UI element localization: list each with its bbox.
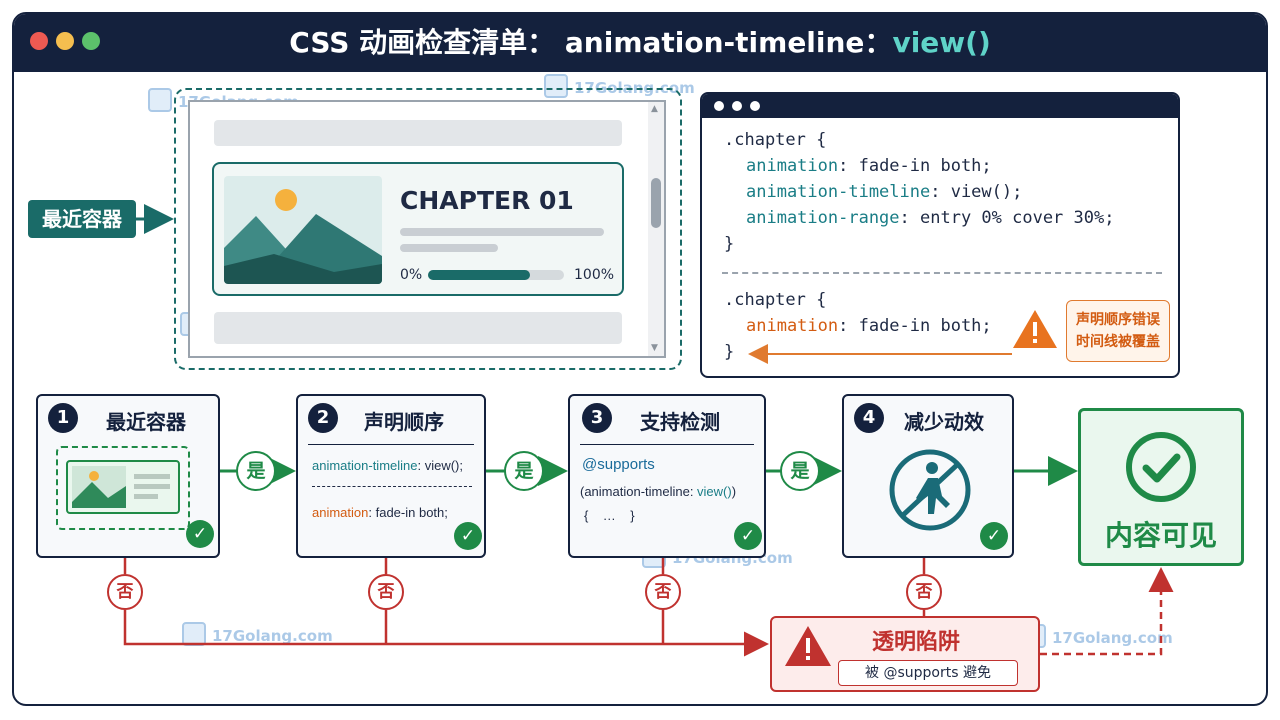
- step-title: 最近容器: [106, 410, 186, 434]
- step-title: 减少动效: [904, 410, 984, 434]
- page-title: CSS 动画检查清单： animation-timeline：view(): [14, 14, 1266, 72]
- code-prop: animation: [746, 316, 839, 336]
- no-badge: 否: [645, 574, 681, 610]
- yes-badge: 是: [504, 451, 544, 491]
- code-prop: animation-timeline: [746, 182, 931, 202]
- step-number: 4: [854, 403, 884, 433]
- title-main: CSS 动画检查清单： animation-timeline：: [289, 26, 893, 59]
- content-visible-label: 内容可见: [1104, 519, 1217, 552]
- order-warning-label: 声明顺序错误 时间线被覆盖: [1066, 300, 1170, 362]
- card-mini-icon: [66, 460, 180, 514]
- nearest-container-tag: 最近容器: [28, 200, 136, 238]
- scroll-up-icon[interactable]: ▲: [651, 104, 658, 114]
- watermark: 17Golang.com: [182, 622, 333, 646]
- yes-badge: 是: [780, 451, 820, 491]
- code-decl: animation: fade-in both;: [746, 316, 992, 336]
- success-check-icon: [1124, 430, 1198, 508]
- watermark: 17Golang.com: [1022, 624, 1173, 648]
- no-badge: 否: [107, 574, 143, 610]
- step-dashed-divider: [312, 486, 472, 487]
- check-icon: ✓: [186, 520, 214, 548]
- code-val: : entry 0% cover 30%;: [899, 208, 1115, 228]
- trap-title: 透明陷阱: [872, 630, 961, 655]
- no-badge: 否: [368, 574, 404, 610]
- text-line-placeholder: [400, 228, 604, 236]
- check-icon: ✓: [980, 522, 1008, 550]
- code-divider: [722, 272, 1162, 274]
- step-code-line: (animation-timeline: view()): [580, 484, 736, 499]
- code-close: }: [724, 342, 735, 362]
- trap-subtitle: 被 @supports 避免: [838, 660, 1018, 686]
- chapter-title: CHAPTER 01: [400, 186, 574, 215]
- progress-bar: [428, 270, 564, 280]
- step-number: 2: [308, 403, 338, 433]
- code-part: ): [731, 484, 737, 499]
- step-title: 声明顺序: [364, 410, 444, 434]
- title-highlight: view(): [892, 26, 991, 59]
- text-line-placeholder: [400, 244, 498, 252]
- code-part: view(): [697, 484, 732, 499]
- code-close: }: [724, 234, 735, 254]
- title-bar: [14, 14, 1266, 72]
- yes-badge: 是: [236, 451, 276, 491]
- code-part: (animation-timeline:: [580, 484, 698, 499]
- code-dot: [714, 101, 724, 111]
- progress-fill: [428, 270, 530, 280]
- code-val: : fade-in both;: [368, 505, 448, 520]
- step-code-line: animation-timeline: view();: [312, 458, 463, 473]
- code-panel-bar: [702, 94, 1178, 118]
- code-selector: .chapter {: [724, 130, 827, 150]
- code-prop: animation-timeline: [312, 458, 418, 473]
- close-window-button[interactable]: [30, 32, 48, 50]
- trap-warning-icon: [784, 624, 832, 672]
- no-motion-icon: [888, 448, 972, 536]
- container-outline-icon: [56, 446, 190, 530]
- code-val: : fade-in both;: [838, 156, 992, 176]
- code-dot: [732, 101, 742, 111]
- code-decl: animation-range: entry 0% cover 30%;: [746, 208, 1114, 228]
- scrollbar-thumb[interactable]: [651, 178, 661, 228]
- step-code-line: { … }: [584, 508, 635, 523]
- warning-line: 声明顺序错误: [1076, 312, 1160, 328]
- step-divider: [308, 444, 474, 445]
- progress-start-label: 0%: [400, 267, 423, 283]
- code-selector: .chapter {: [724, 290, 827, 310]
- code-decl: animation: fade-in both;: [746, 156, 992, 176]
- maximize-window-button[interactable]: [82, 32, 100, 50]
- supports-keyword: @supports: [582, 456, 655, 473]
- placeholder-block-top: [214, 120, 622, 146]
- scroll-down-icon[interactable]: ▼: [651, 343, 658, 353]
- code-val: : view();: [417, 458, 464, 473]
- warning-icon: [1012, 308, 1058, 354]
- no-badge: 否: [906, 574, 942, 610]
- placeholder-block-bottom: [214, 312, 622, 344]
- code-dot: [750, 101, 760, 111]
- code-decl: animation-timeline: view();: [746, 182, 1022, 202]
- code-val: : view();: [930, 182, 1023, 202]
- minimize-window-button[interactable]: [56, 32, 74, 50]
- code-prop: animation: [746, 156, 839, 176]
- progress-end-label: 100%: [574, 267, 615, 283]
- code-val: : fade-in both;: [838, 316, 992, 336]
- landscape-image-icon: [224, 176, 382, 284]
- check-icon: ✓: [454, 522, 482, 550]
- step-code-line: animation: fade-in both;: [312, 505, 448, 520]
- step-number: 1: [48, 403, 78, 433]
- check-icon: ✓: [734, 522, 762, 550]
- step-title: 支持检测: [640, 410, 720, 434]
- step-divider: [580, 444, 754, 445]
- code-prop: animation: [312, 505, 369, 520]
- warning-line: 时间线被覆盖: [1076, 334, 1160, 350]
- scrollbar-track[interactable]: [648, 102, 664, 356]
- step-number: 3: [582, 403, 612, 433]
- nearest-container-outline: [174, 88, 682, 370]
- code-prop: animation-range: [746, 208, 900, 228]
